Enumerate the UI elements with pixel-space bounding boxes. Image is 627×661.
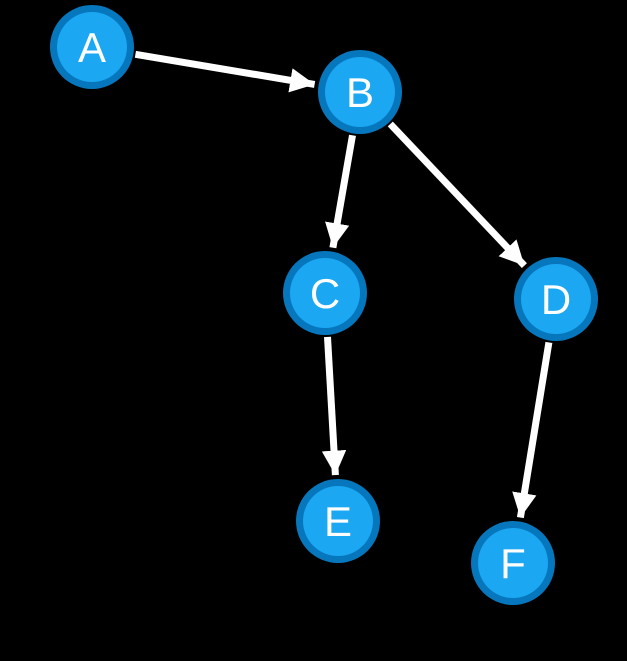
edge-C-E <box>321 336 347 476</box>
node-fill <box>290 258 360 328</box>
edge-A-B <box>134 50 316 93</box>
node-F[interactable]: F <box>471 521 555 605</box>
edges-layer <box>134 50 553 519</box>
node-fill <box>303 486 373 556</box>
node-E[interactable]: E <box>296 479 380 563</box>
node-fill <box>521 264 591 334</box>
edge-B-C <box>325 134 356 249</box>
nodes-layer: A B C D E F <box>50 5 598 605</box>
node-fill <box>57 12 127 82</box>
node-fill <box>325 57 395 127</box>
node-fill <box>478 528 548 598</box>
node-B[interactable]: B <box>318 50 402 134</box>
edge-D-F <box>512 341 553 519</box>
node-A[interactable]: A <box>50 5 134 89</box>
node-D[interactable]: D <box>514 257 598 341</box>
node-C[interactable]: C <box>283 251 367 335</box>
edge-B-D <box>387 121 527 269</box>
